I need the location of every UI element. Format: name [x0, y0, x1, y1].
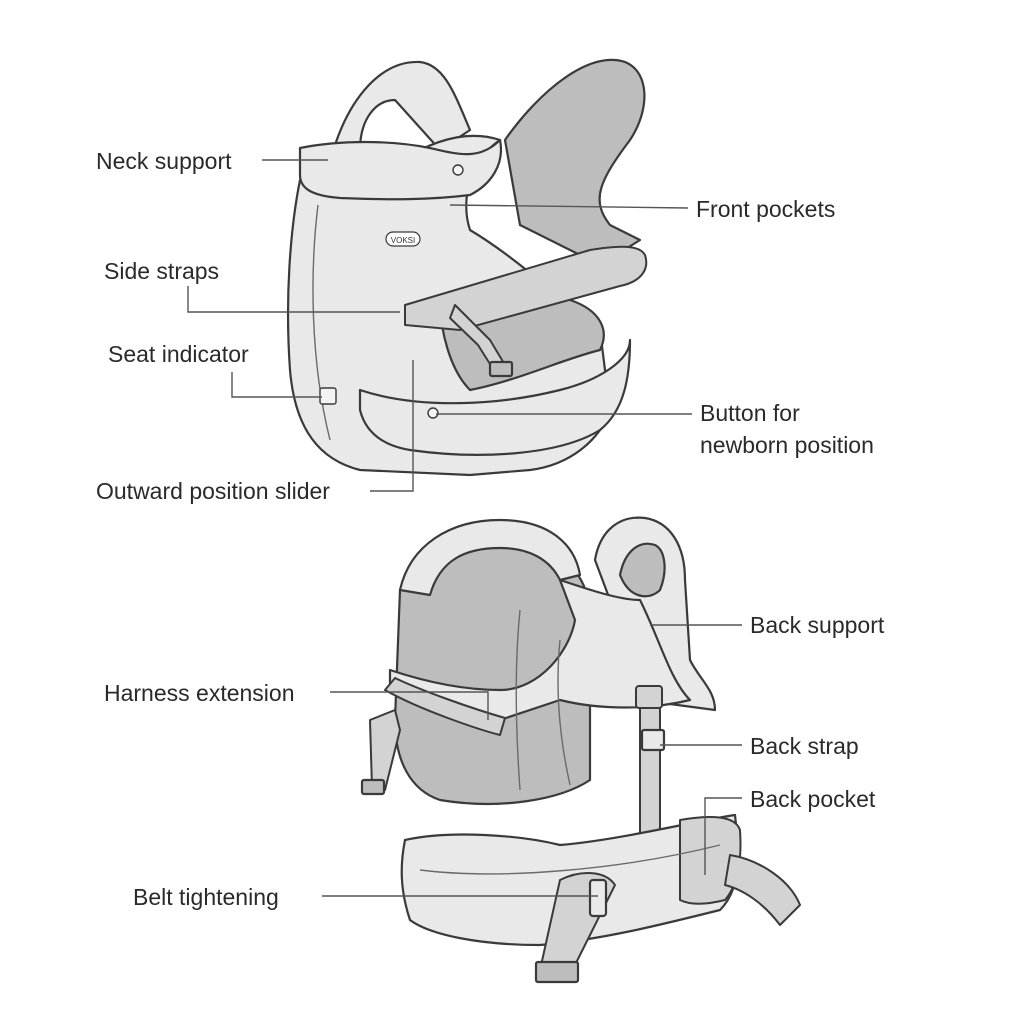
- back-panel-seam-2: [557, 639, 571, 786]
- newborn-position-button: [427, 407, 439, 419]
- label-back-strap: Back strap: [750, 733, 859, 759]
- back-right-strap-opening: [618, 542, 666, 598]
- label-front-pockets: Front pockets: [696, 196, 836, 222]
- belt-strap-tip: [534, 960, 580, 984]
- label-button-newborn-line1: Button for: [700, 400, 800, 426]
- label-side-straps: Side straps: [104, 258, 220, 284]
- label-back-pocket: Back pocket: [750, 786, 876, 812]
- front-leader-lines: [187, 159, 692, 492]
- belt-tightening-buckle: [588, 878, 608, 918]
- back-belt-wing-right: [724, 854, 801, 926]
- brand-badge-text: VOKSI: [391, 236, 415, 245]
- label-seat-indicator: Seat indicator: [108, 341, 249, 367]
- front-right-shoulder-strap: [503, 58, 646, 267]
- leader-seat-indicator: [231, 372, 322, 398]
- front-side-strap-band: [404, 245, 648, 331]
- front-snap-button: [452, 164, 464, 176]
- back-panel-seam-1: [515, 609, 521, 791]
- back-strap-vertical: [639, 689, 661, 841]
- front-carrier-drawing: VOKSI: [286, 58, 648, 477]
- label-outward-position-slider: Outward position slider: [96, 478, 330, 504]
- back-belt-seam: [419, 844, 721, 875]
- label-belt-tightening: Belt tightening: [133, 884, 279, 910]
- front-left-shoulder-strap: [333, 60, 472, 152]
- front-brand-badge: [385, 231, 421, 247]
- label-harness-extension: Harness extension: [104, 680, 295, 706]
- harness-extension-strap: [369, 709, 401, 791]
- back-leader-lines: [322, 624, 742, 897]
- label-back-support: Back support: [750, 612, 885, 638]
- label-button-newborn-line2: newborn position: [700, 432, 874, 458]
- label-neck-support: Neck support: [96, 148, 232, 174]
- leader-back-pocket: [704, 797, 742, 875]
- back-left-loop: [398, 518, 582, 597]
- leader-harness-extension: [330, 691, 489, 720]
- front-buckle: [488, 360, 514, 378]
- harness-buckle: [360, 778, 386, 796]
- leader-outward-slider: [370, 360, 414, 492]
- leader-front-pockets: [449, 204, 689, 209]
- front-waist-belt: [358, 338, 632, 456]
- front-zipper-seam: [312, 204, 331, 441]
- back-strap-tab: [640, 728, 666, 752]
- front-neck-support: [298, 138, 503, 201]
- back-strap-buckle: [635, 685, 663, 709]
- leader-side-straps: [187, 286, 400, 313]
- back-carrier-drawing: [360, 516, 801, 984]
- seat-indicator-marker: [319, 387, 337, 405]
